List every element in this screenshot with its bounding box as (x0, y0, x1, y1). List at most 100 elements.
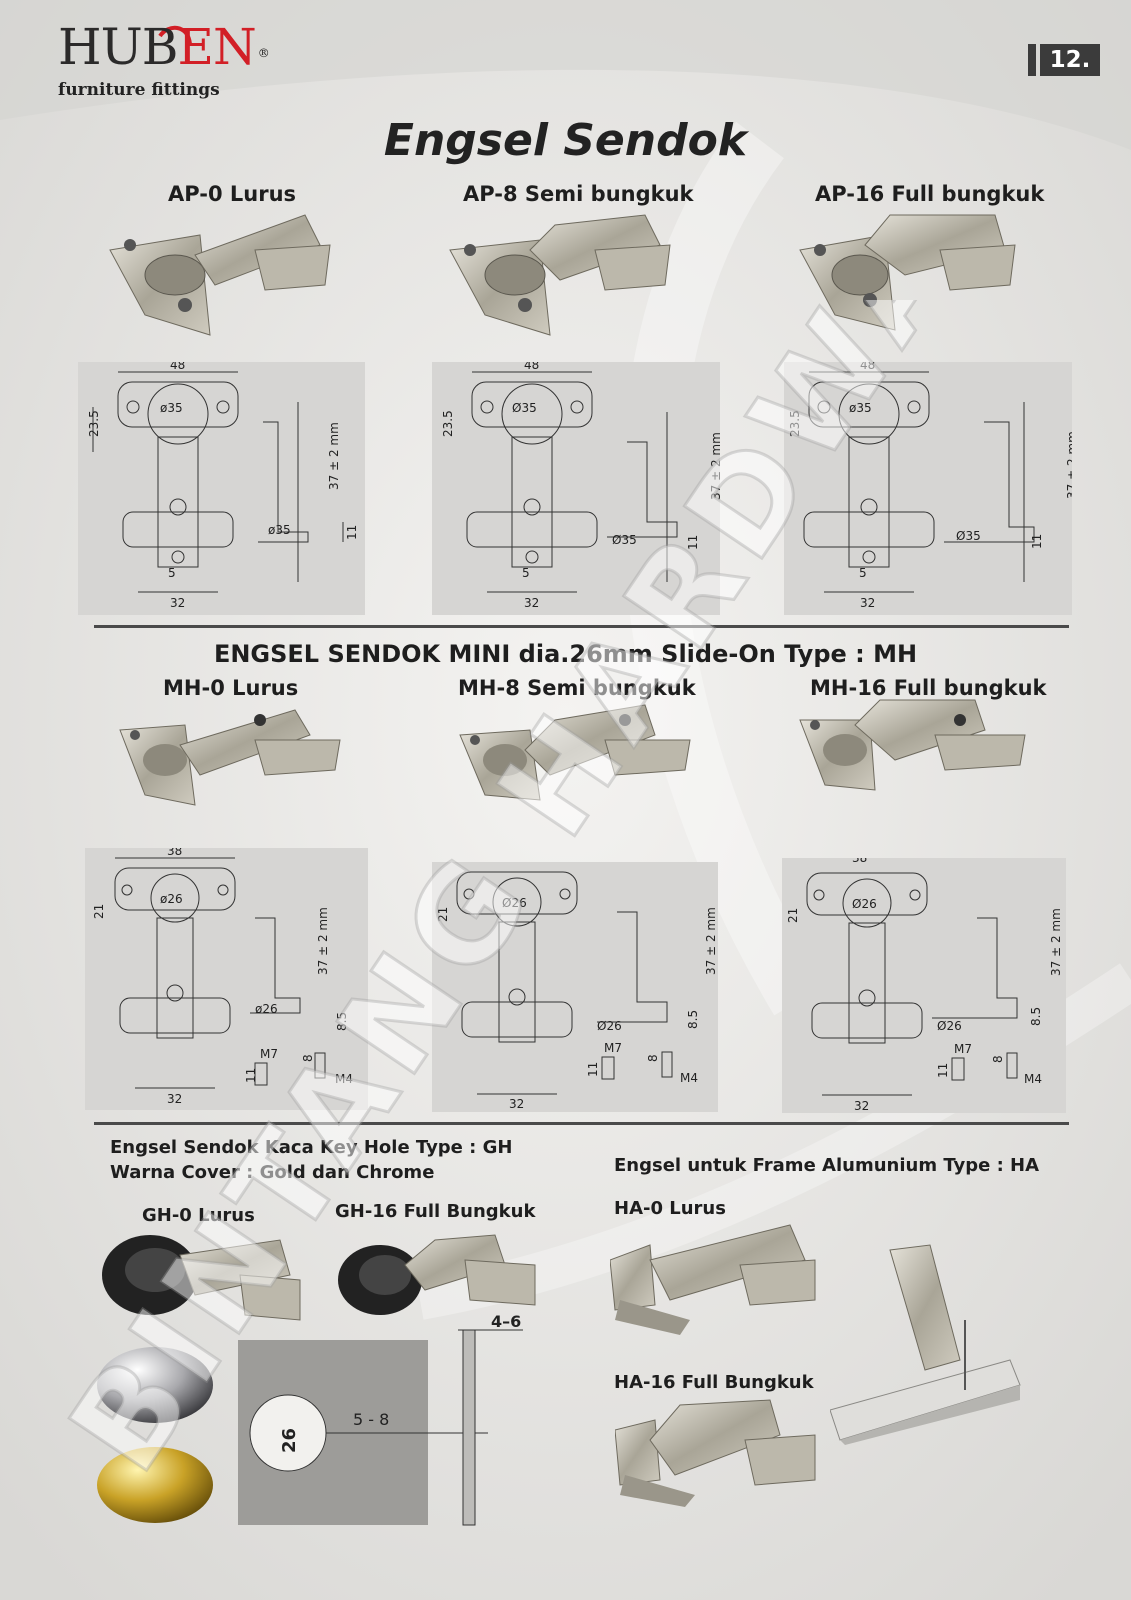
dim-slot: 5 (522, 566, 530, 580)
dim-height: 21 (92, 904, 106, 919)
dim-plate: 37 ± 2 mm (709, 432, 720, 500)
page-title: Engsel Sendok (383, 115, 748, 166)
drawing-mh16: 38 Ø26 21 32 Ø26 37 ± 2 mm 8.5 M7 M4 11 … (782, 858, 1066, 1113)
dim-cup: ø26 (160, 892, 183, 906)
divider-1 (94, 625, 1069, 628)
dim-width: 48 (524, 362, 539, 372)
page-number: 12. (1028, 44, 1100, 76)
product-label-mh0: MH-0 Lurus (163, 676, 299, 700)
dim-base: 32 (167, 1092, 182, 1106)
brand-logo: HUBEN® (58, 22, 270, 72)
dim-slot: 5 (168, 566, 176, 580)
section-title-gh: Engsel Sendok Kaca Key Hole Type : GH (110, 1137, 513, 1158)
dim-cup-side: Ø35 (956, 529, 981, 543)
dim-depth: 11 (1030, 534, 1044, 549)
drawing-ap16: 48 ø35 23.5 32 5 Ø35 37 ± 2 mm 11 (784, 362, 1072, 615)
dim-glass: 4–6 (491, 1315, 521, 1331)
product-label-ha0: HA-0 Lurus (614, 1198, 726, 1219)
dim-h8: 8 (646, 1054, 660, 1062)
dim-cup: ø35 (160, 401, 183, 415)
dim-width: 48 (860, 362, 875, 372)
section-title-ha: Engsel untuk Frame Alumunium Type : HA (614, 1155, 1040, 1176)
dim-base: 32 (860, 596, 875, 610)
dim-m4: M4 (335, 1072, 353, 1086)
dim-cup: Ø26 (852, 897, 877, 911)
hinge-photo-mh8 (459, 704, 691, 801)
dim-base: 32 (854, 1099, 869, 1113)
hinge-photo-mh0 (119, 709, 341, 806)
hinge-photo-mh16 (799, 699, 1026, 791)
hinge-photo-ha16 (615, 1399, 816, 1507)
dim-base: 32 (524, 596, 539, 610)
dim-width: 38 (502, 862, 517, 863)
dim-depth: 11 (686, 535, 700, 550)
dim-base: 32 (509, 1097, 524, 1111)
dim-cup: ø35 (849, 401, 872, 415)
dim-m7: M7 (604, 1041, 622, 1055)
dim-slot: 5 (859, 566, 867, 580)
dim-cup-side: ø35 (268, 523, 291, 537)
brand-tagline: furniture fittings (58, 80, 220, 100)
dim-height: 21 (436, 907, 450, 922)
drawing-mh0: 38 ø26 21 32 ø26 37 ± 2 mm 8.5 M7 M4 11 … (85, 848, 368, 1110)
drawing-ap0: 48 ø35 23.5 32 5 ø35 37 ± 2 mm 11 (78, 362, 365, 615)
drawing-mh8: 38 Ø26 21 32 Ø26 37 ± 2 mm 8.5 M7 M4 11 … (432, 862, 718, 1112)
product-label-gh16: GH-16 Full Bungkuk (335, 1201, 536, 1222)
drawing-gh: 4–6 26 5 - 8 (238, 1315, 523, 1526)
dim-cup-side: ø26 (255, 1002, 278, 1016)
dim-m7: M7 (260, 1047, 278, 1061)
brand-name: HUB (58, 18, 178, 76)
hinge-photo-ha-frame (830, 1244, 1021, 1445)
hinge-photo-ap16 (799, 214, 1016, 331)
dim-cup: Ø26 (502, 896, 527, 910)
dim-width: 38 (852, 858, 867, 865)
dim-cup-side: Ø26 (597, 1019, 622, 1033)
dim-height: 23.5 (87, 410, 101, 437)
product-label-mh8: MH-8 Semi bungkuk (458, 676, 696, 700)
dim-edge: 5 - 8 (353, 1410, 389, 1429)
dim-plate: 37 ± 2 mm (327, 422, 341, 490)
dim-depth: 11 (345, 525, 359, 540)
dim-h11: 11 (586, 1062, 600, 1077)
dim-plate: 37 ± 2 mm (704, 907, 718, 975)
dim-height: 23.5 (788, 410, 802, 437)
dim-width: 38 (167, 848, 182, 858)
dim-h8: 8 (301, 1054, 315, 1062)
hinge-photo-gh0 (102, 1235, 301, 1321)
dim-cup-side: Ø26 (937, 1019, 962, 1033)
dim-cup: Ø35 (512, 401, 537, 415)
section-title-mh: ENGSEL SENDOK MINI dia.26mm Slide-On Typ… (213, 640, 918, 668)
dim-h11: 11 (244, 1068, 258, 1083)
section-subtitle-gh: Warna Cover : Gold dan Chrome (110, 1162, 435, 1183)
dim-height: 21 (786, 908, 800, 923)
product-label-ap16: AP-16 Full bungkuk (815, 182, 1045, 206)
registered-mark: ® (257, 46, 270, 60)
dim-cup: 26 (279, 1428, 300, 1453)
brand-name-end: EN (177, 18, 257, 76)
dim-depth: 8.5 (686, 1010, 700, 1029)
cover-caps (97, 1347, 213, 1523)
dim-plate: 37 ± 2 mm (316, 907, 330, 975)
hinge-photo-gh16 (338, 1234, 536, 1315)
divider-2 (94, 1122, 1069, 1125)
dim-h8: 8 (991, 1055, 1005, 1063)
hinge-photo-ha0 (610, 1224, 816, 1335)
dim-base: 32 (170, 596, 185, 610)
dim-depth: 8.5 (335, 1012, 349, 1031)
dim-plate: 37 ± 2 mm (1065, 431, 1072, 499)
dim-cup-side: Ø35 (612, 533, 637, 547)
product-label-gh0: GH-0 Lurus (142, 1205, 255, 1226)
product-label-ap8: AP-8 Semi bungkuk (463, 182, 694, 206)
dim-h11: 11 (936, 1063, 950, 1078)
dim-m4: M4 (680, 1071, 698, 1085)
dim-m4: M4 (1024, 1072, 1042, 1086)
dim-width: 48 (170, 362, 185, 372)
dim-height: 23.5 (441, 410, 455, 437)
dim-m7: M7 (954, 1042, 972, 1056)
dim-depth: 8.5 (1029, 1007, 1043, 1026)
chrome-cap (97, 1347, 213, 1423)
hinge-photo-ap0 (109, 214, 331, 336)
product-label-ap0: AP-0 Lurus (168, 182, 297, 206)
hinge-photo-ap8 (449, 214, 671, 336)
drawing-ap8: 48 Ø35 23.5 32 5 Ø35 37 ± 2 mm 11 (432, 362, 720, 615)
